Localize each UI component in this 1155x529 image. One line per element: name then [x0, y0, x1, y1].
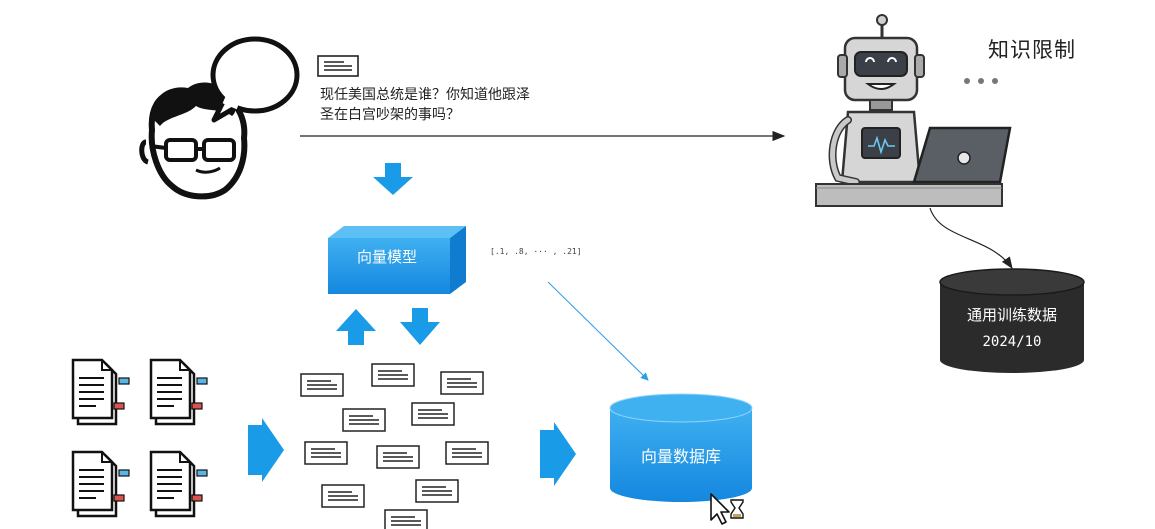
cursor-busy-icon — [710, 493, 744, 525]
vector-model-box — [328, 226, 466, 294]
training-data-cylinder — [939, 268, 1085, 373]
vector-output-text: [.1, .8, ··· , .21] — [490, 247, 582, 256]
vector-database-label: 向量数据库 — [640, 447, 721, 466]
knowledge-limit-label: 知识限制 — [988, 38, 1076, 62]
training-data-label: 通用训练数据 — [966, 306, 1057, 324]
text-chunk-icon — [342, 408, 386, 432]
document-icon — [149, 450, 209, 518]
arrow-right-icon — [540, 422, 576, 486]
document-icon — [149, 358, 209, 426]
vector-model-label: 向量模型 — [356, 248, 417, 266]
text-chunk-icon — [300, 373, 344, 397]
document-icon — [71, 450, 131, 518]
text-chunk-icon — [445, 441, 489, 465]
text-chunk-icon — [411, 402, 455, 426]
text-chunk-icon — [440, 371, 484, 395]
ellipsis-icon — [964, 78, 998, 84]
person-speech-icon — [139, 36, 300, 200]
text-chunk-icon — [371, 363, 415, 387]
text-chunk-icon — [384, 509, 428, 529]
arrow-down-icon — [400, 308, 440, 345]
robot-laptop-icon — [815, 14, 1012, 207]
text-chunk-icon — [415, 479, 459, 503]
question-line-2: 圣在白宫吵架的事吗？ — [320, 107, 460, 123]
training-data-date: 2024/10 — [982, 334, 1042, 350]
vector-to-db-arrow — [547, 281, 649, 381]
arrow-right-icon — [248, 418, 284, 482]
document-icon — [71, 358, 131, 426]
text-chunk-icon — [304, 441, 348, 465]
text-chunk-icon — [321, 484, 365, 508]
vector-database-cylinder — [609, 393, 753, 502]
robot-to-training-arrow — [929, 207, 1013, 269]
text-chunk-icon — [376, 445, 420, 469]
question-text: 现任美国总统是谁？你知道他跟泽 圣在白宫吵架的事吗？ — [320, 85, 530, 125]
arrow-up-icon — [336, 309, 376, 345]
query-document-icon — [317, 55, 359, 77]
arrow-down-icon — [373, 163, 413, 195]
question-line-1: 现任美国总统是谁？你知道他跟泽 — [320, 87, 530, 103]
